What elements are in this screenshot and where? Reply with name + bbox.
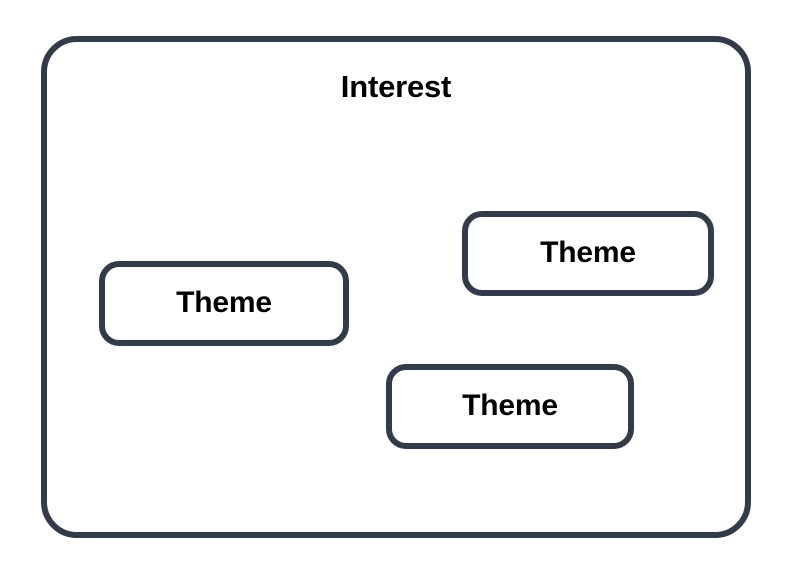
interest-container[interactable]: Interest Theme Theme Theme (41, 36, 751, 538)
theme-node-label: Theme (462, 388, 558, 422)
theme-node-bottom[interactable]: Theme (386, 364, 634, 449)
theme-node-label: Theme (176, 285, 272, 319)
theme-node-label: Theme (540, 235, 636, 269)
theme-node-left[interactable]: Theme (99, 261, 349, 346)
interest-title: Interest (340, 69, 452, 104)
theme-node-top-right[interactable]: Theme (462, 211, 714, 296)
